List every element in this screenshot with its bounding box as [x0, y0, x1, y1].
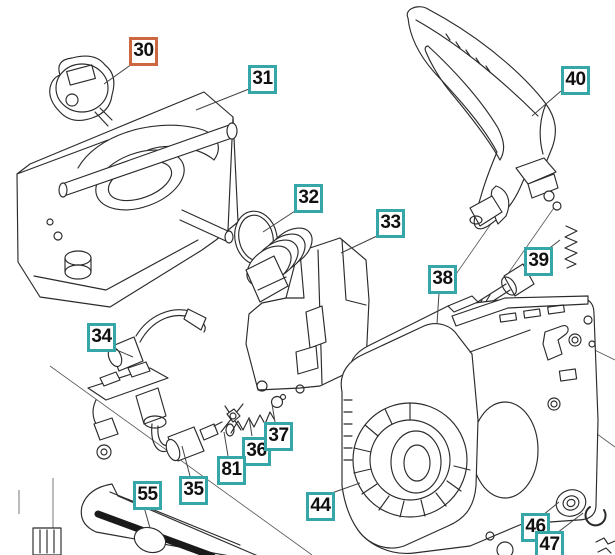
part-44-drawing — [340, 295, 599, 555]
part-label-31[interactable]: 31 — [248, 65, 277, 94]
part-label-38[interactable]: 38 — [428, 265, 457, 294]
part-label-44[interactable]: 44 — [306, 492, 335, 521]
part-81-drawing — [220, 403, 244, 433]
part-37-drawing — [270, 393, 287, 409]
part-30-drawing — [49, 55, 115, 127]
part-34-drawing — [107, 308, 207, 372]
part-33-drawing — [245, 227, 370, 394]
part-label-33[interactable]: 33 — [376, 209, 405, 238]
bottom-edge-parts-drawing — [496, 537, 615, 555]
part-47-drawing — [584, 506, 607, 527]
part-label-37[interactable]: 37 — [264, 422, 293, 451]
carburetor-assembly-drawing — [87, 361, 169, 460]
part-label-30[interactable]: 30 — [129, 37, 158, 66]
part-label-35[interactable]: 35 — [179, 476, 208, 505]
part-40-drawing — [406, 6, 562, 230]
part-36-drawing — [225, 411, 275, 437]
part-label-40[interactable]: 40 — [561, 66, 590, 95]
part-label-81[interactable]: 81 — [217, 456, 246, 485]
part-label-39[interactable]: 39 — [524, 247, 553, 276]
fan-fins — [353, 402, 471, 518]
part-35-drawing — [151, 421, 223, 462]
part-label-55[interactable]: 55 — [133, 481, 162, 510]
part-55-drawing — [32, 483, 258, 555]
part-label-32[interactable]: 32 — [294, 184, 323, 213]
part-label-47[interactable]: 47 — [535, 531, 564, 555]
part-label-34[interactable]: 34 — [87, 323, 116, 352]
part-39-drawing — [564, 225, 578, 269]
part-31-drawing — [16, 91, 239, 308]
part-46-drawing — [555, 489, 587, 517]
